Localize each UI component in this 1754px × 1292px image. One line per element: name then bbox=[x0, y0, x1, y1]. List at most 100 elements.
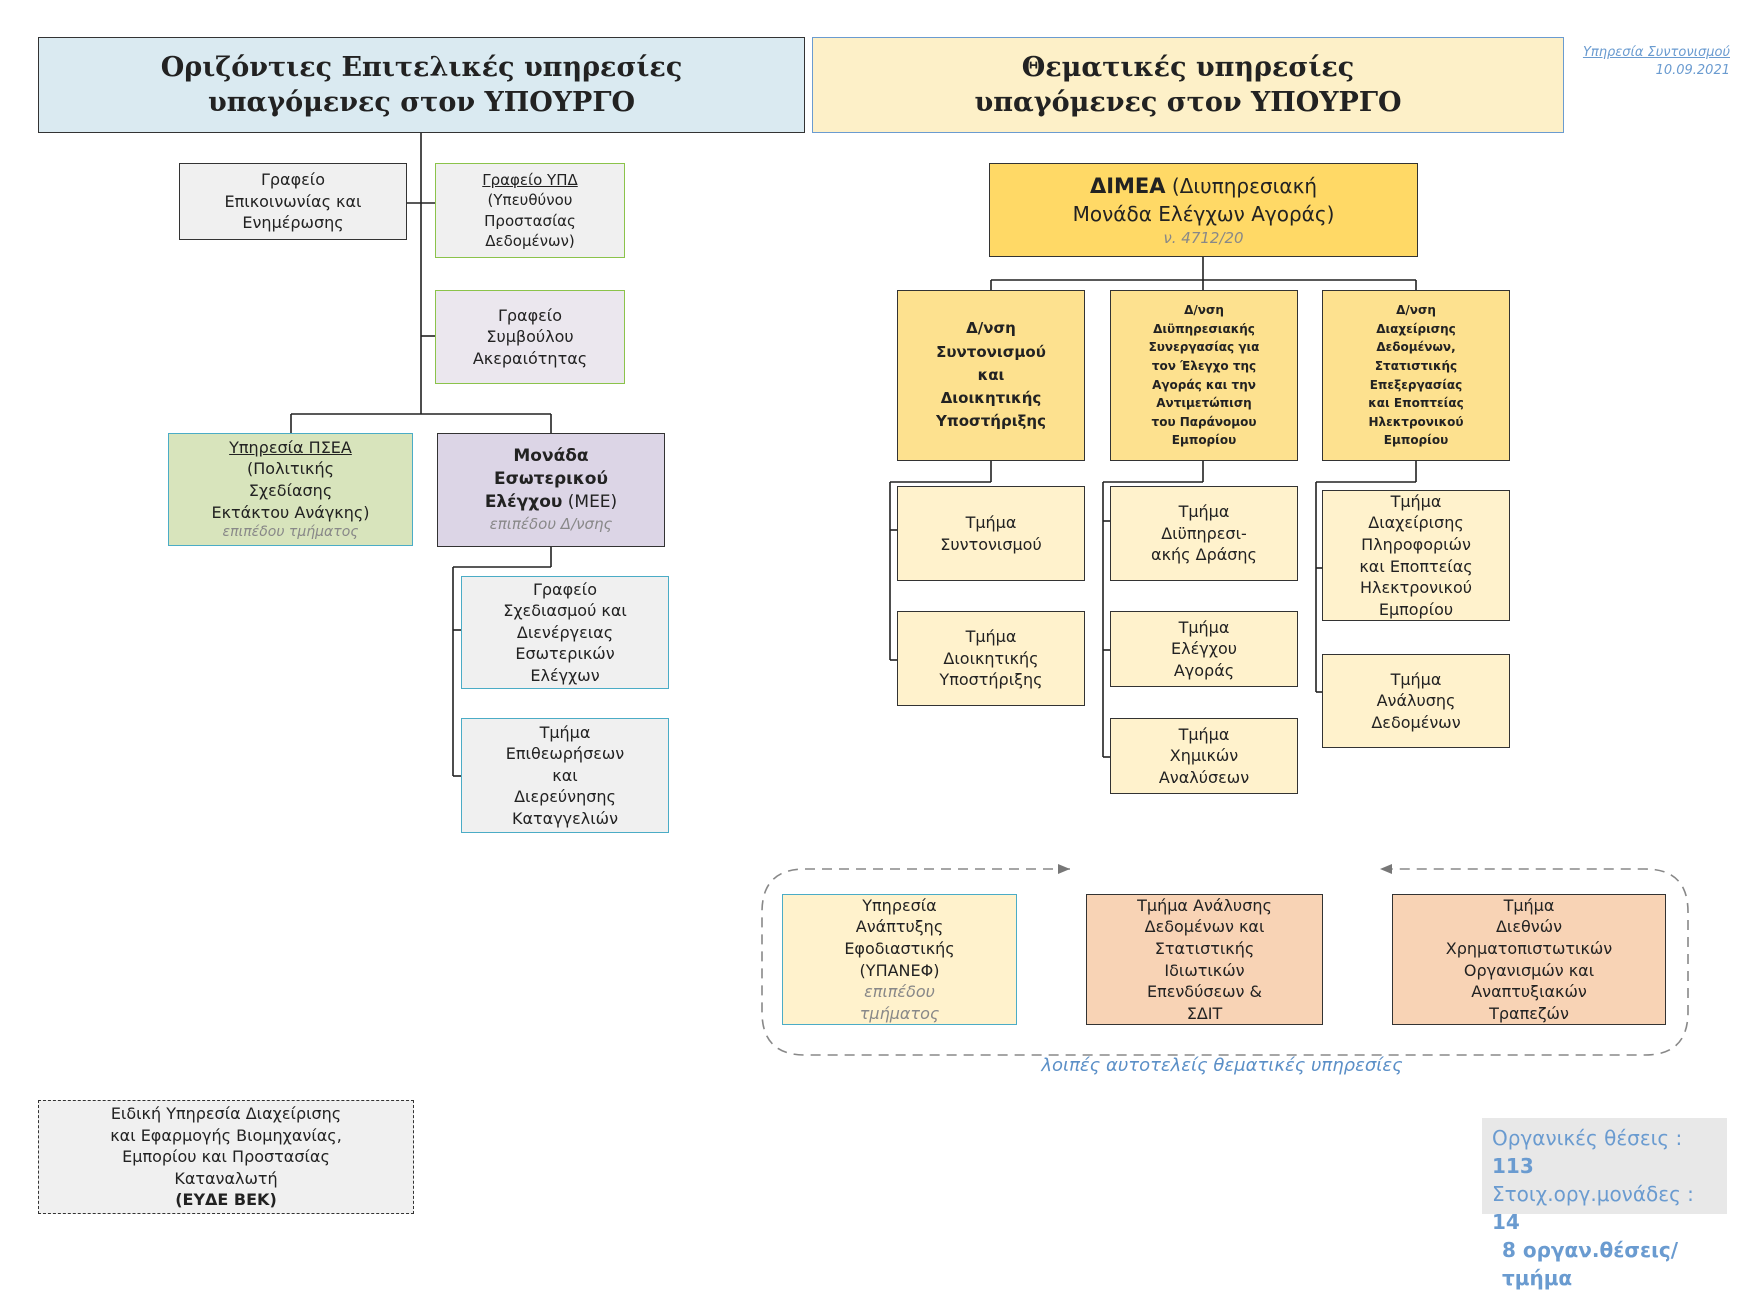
ypiresia-psea-level: επιπέδου τμήματος bbox=[222, 524, 359, 541]
tmima-diaxeirisis-box: Τμήμα Διαχείρισης Πληροφοριών και Εποπτε… bbox=[1322, 490, 1510, 621]
dimea-box: ΔΙΜΕΑ (Διυπηρεσιακή Μονάδα Ελέγχων Αγορά… bbox=[989, 163, 1418, 257]
dashed-group-label: λοιπές αυτοτελείς θεματικές υπηρεσίες bbox=[1041, 1055, 1403, 1076]
grafeio-ypd-line: (Υπευθύνου bbox=[487, 191, 573, 210]
grafeio-epikoinonias-line: Επικοινωνίας και bbox=[224, 191, 362, 211]
tmima-syntonismou-box: Τμήμα Συντονισμού bbox=[897, 486, 1085, 581]
dnsi-diaxeirisis-line: Δ/νση bbox=[1396, 303, 1436, 318]
tmima-diypiresiakis-line: ακής Δράσης bbox=[1151, 545, 1257, 565]
grafeio-epikoinonias-box: Γραφείο Επικοινωνίας και Ενημέρωσης bbox=[179, 163, 407, 240]
grafeio-ypd-title: Γραφείο ΥΠΔ bbox=[482, 171, 578, 189]
mee-bold-line: Μονάδα bbox=[513, 446, 589, 467]
tmima-dioikitikis-line: Διοικητικής bbox=[943, 648, 1039, 668]
ypanef-box: Υπηρεσία Ανάπτυξης Εφοδιαστικής (ΥΠΑΝΕΦ)… bbox=[782, 894, 1017, 1025]
grafeio-symvoulou-line: Συμβούλου bbox=[486, 327, 574, 347]
grafeio-epikoinonias-line: Ενημέρωσης bbox=[242, 213, 344, 233]
tmima-analysis-sdit-line: Στατιστικής bbox=[1154, 938, 1255, 958]
tmima-analysis-line: Ανάλυσης bbox=[1376, 691, 1456, 711]
stats-panel: Οργανικές θέσεις : 113 Στοιχ.οργ.μονάδες… bbox=[1482, 1118, 1727, 1290]
stats-label-1: Οργανικές θέσεις : bbox=[1492, 1126, 1683, 1150]
tmima-analysis-sdit-line: ΣΔΙΤ bbox=[1186, 1003, 1223, 1023]
tmima-diypiresiakis-line: Διϋπηρεσι- bbox=[1161, 523, 1247, 543]
ypanef-line: Υπηρεσία bbox=[862, 895, 937, 915]
tmima-diaxeirisis-line: Εμπορίου bbox=[1378, 599, 1454, 619]
ypiresia-psea-title: Υπηρεσία ΠΣΕΑ bbox=[229, 437, 352, 457]
grafeio-sxediasmou-line: Εσωτερικών bbox=[515, 644, 615, 664]
dnsi-diaxeirisis-line: Εμπορίου bbox=[1383, 433, 1449, 448]
tmima-dioikitikis-line: Τμήμα bbox=[965, 627, 1017, 647]
grafeio-symvoulou-line: Ακεραιότητας bbox=[472, 348, 588, 368]
dnsi-diaxeirisis-line: Δεδομένων, bbox=[1376, 340, 1456, 355]
tmima-ximikon-line: Τμήμα bbox=[1178, 724, 1230, 744]
tmima-analysis-box: Τμήμα Ανάλυσης Δεδομένων bbox=[1322, 654, 1510, 748]
eyde-vek-abbr: (ΕΥΔΕ ΒΕΚ) bbox=[175, 1190, 277, 1210]
eyde-vek-line: Καταναλωτή bbox=[174, 1168, 278, 1188]
grafeio-sxediasmou-box: Γραφείο Σχεδιασμού και Διενέργειας Εσωτε… bbox=[461, 576, 669, 689]
ypanef-level: τμήματος bbox=[859, 1003, 940, 1023]
stats-row-2: Στοιχ.οργ.μονάδες : 14 bbox=[1492, 1180, 1717, 1236]
dnsi-synergasias-line: Αγοράς και την bbox=[1152, 377, 1256, 392]
mee-bold-line: Ελέγχου bbox=[484, 492, 563, 513]
header-left: Οριζόντιες Επιτελικές υπηρεσίες υπαγόμεν… bbox=[38, 37, 805, 133]
eyde-vek-line: Εμπορίου και Προστασίας bbox=[122, 1147, 330, 1167]
dnsi-synergasias-line: Συνεργασίας για bbox=[1148, 340, 1260, 355]
tmima-diaxeirisis-line: Τμήμα bbox=[1390, 491, 1442, 511]
tmima-epitheoriseon-line: Διερεύνησης bbox=[514, 787, 616, 807]
tmima-analysis-sdit-box: Τμήμα Ανάλυσης Δεδομένων και Στατιστικής… bbox=[1086, 894, 1323, 1025]
dnsi-syntonismou-line: Διοικητικής bbox=[940, 389, 1042, 408]
stats-label-2: Στοιχ.οργ.μονάδες : bbox=[1492, 1182, 1694, 1206]
mee-bold-line: Εσωτερικού bbox=[494, 469, 608, 490]
tmima-diypiresiakis-box: Τμήμα Διϋπηρεσι- ακής Δράσης bbox=[1110, 486, 1298, 581]
corner-note-line1: Υπηρεσία Συντονισμού bbox=[1582, 45, 1730, 60]
tmima-analysis-line: Τμήμα bbox=[1390, 669, 1442, 689]
dnsi-syntonismou-line: Δ/νση bbox=[966, 319, 1016, 338]
tmima-elegxou-line: Τμήμα bbox=[1178, 617, 1230, 637]
dimea-line1: ΔΙΜΕΑ (Διυπηρεσιακή bbox=[1090, 172, 1317, 200]
grafeio-sxediasmou-line: Διενέργειας bbox=[516, 622, 614, 642]
tmima-dioikitikis-line: Υποστήριξης bbox=[939, 670, 1043, 690]
tmima-analysis-line: Δεδομένων bbox=[1371, 712, 1461, 732]
dnsi-diaxeirisis-line: Ηλεκτρονικού bbox=[1368, 414, 1464, 429]
tmima-analysis-sdit-line: Δεδομένων και bbox=[1144, 917, 1265, 937]
mee-line3: Ελέγχου (ΜΕΕ) bbox=[485, 491, 617, 514]
grafeio-sxediasmou-line: Γραφείο bbox=[532, 579, 598, 599]
dnsi-synergasias-box: Δ/νση Διϋπηρεσιακής Συνεργασίας για τον … bbox=[1110, 290, 1298, 461]
tmima-analysis-sdit-line: Τμήμα Ανάλυσης bbox=[1137, 895, 1272, 915]
stats-value-2: 14 bbox=[1492, 1210, 1520, 1234]
grafeio-symvoulou-box: Γραφείο Συμβούλου Ακεραιότητας bbox=[435, 290, 625, 384]
tmima-elegxou-line: Αγοράς bbox=[1173, 660, 1235, 680]
dnsi-diaxeirisis-box: Δ/νση Διαχείρισης Δεδομένων, Στατιστικής… bbox=[1322, 290, 1510, 461]
mee-level: επιπέδου Δ/νσης bbox=[489, 515, 613, 534]
dnsi-diaxeirisis-line: Διαχείρισης bbox=[1376, 321, 1456, 336]
dnsi-syntonismou-box: Δ/νση Συντονισμού και Διοικητικής Υποστή… bbox=[897, 290, 1085, 461]
eyde-vek-box: Ειδική Υπηρεσία Διαχείρισης και Εφαρμογή… bbox=[38, 1100, 414, 1214]
eyde-vek-line: και Εφαρμογής Βιομηχανίας, bbox=[110, 1125, 342, 1145]
tmima-epitheoriseon-line: και bbox=[552, 765, 578, 785]
tmima-syntonismou-line: Τμήμα bbox=[965, 512, 1017, 532]
grafeio-ypd-line: Δεδομένων) bbox=[485, 231, 575, 250]
connector-lines bbox=[290, 133, 1689, 1056]
header-left-line1: Οριζόντιες Επιτελικές υπηρεσίες bbox=[160, 51, 683, 83]
tmima-analysis-sdit-line: Επενδύσεων & bbox=[1146, 982, 1263, 1002]
ypanef-line: (ΥΠΑΝΕΦ) bbox=[859, 960, 940, 980]
tmima-diethnon-line: Οργανισμών και bbox=[1463, 960, 1595, 980]
ypiresia-psea-line: Εκτάκτου Ανάγκης) bbox=[211, 502, 370, 522]
mee-abbr: (ΜΕΕ) bbox=[562, 492, 618, 513]
ypiresia-psea-line: Σχεδίασης bbox=[248, 481, 333, 501]
dnsi-synergasias-line: τον Έλεγχο της bbox=[1151, 358, 1257, 373]
tmima-diethnon-line: Τραπεζών bbox=[1489, 1003, 1569, 1023]
eyde-vek-line: Ειδική Υπηρεσία Διαχείρισης bbox=[110, 1104, 342, 1124]
dnsi-syntonismou-line: Υποστήριξης bbox=[936, 412, 1046, 431]
tmima-elegxou-box: Τμήμα Ελέγχου Αγοράς bbox=[1110, 611, 1298, 687]
mee-box: Μονάδα Εσωτερικού Ελέγχου (ΜΕΕ) επιπέδου… bbox=[437, 433, 665, 547]
tmima-diethnon-line: Διεθνών bbox=[1495, 917, 1563, 937]
tmima-epitheoriseon-box: Τμήμα Επιθεωρήσεων και Διερεύνησης Καταγ… bbox=[461, 718, 669, 833]
ypiresia-psea-line: (Πολιτικής bbox=[247, 459, 334, 479]
grafeio-symvoulou-line: Γραφείο bbox=[497, 305, 563, 325]
dnsi-syntonismou-line: Συντονισμού bbox=[936, 342, 1046, 361]
corner-note-line2: 10.09.2021 bbox=[1655, 63, 1730, 79]
dnsi-synergasias-line: Διϋπηρεσιακής bbox=[1153, 321, 1255, 336]
dnsi-diaxeirisis-line: Επεξεργασίας bbox=[1369, 377, 1463, 392]
dnsi-synergasias-line: Εμπορίου bbox=[1171, 433, 1237, 448]
dnsi-diaxeirisis-line: Στατιστικής bbox=[1374, 358, 1458, 373]
grafeio-sxediasmou-line: Ελέγχων bbox=[530, 665, 600, 685]
